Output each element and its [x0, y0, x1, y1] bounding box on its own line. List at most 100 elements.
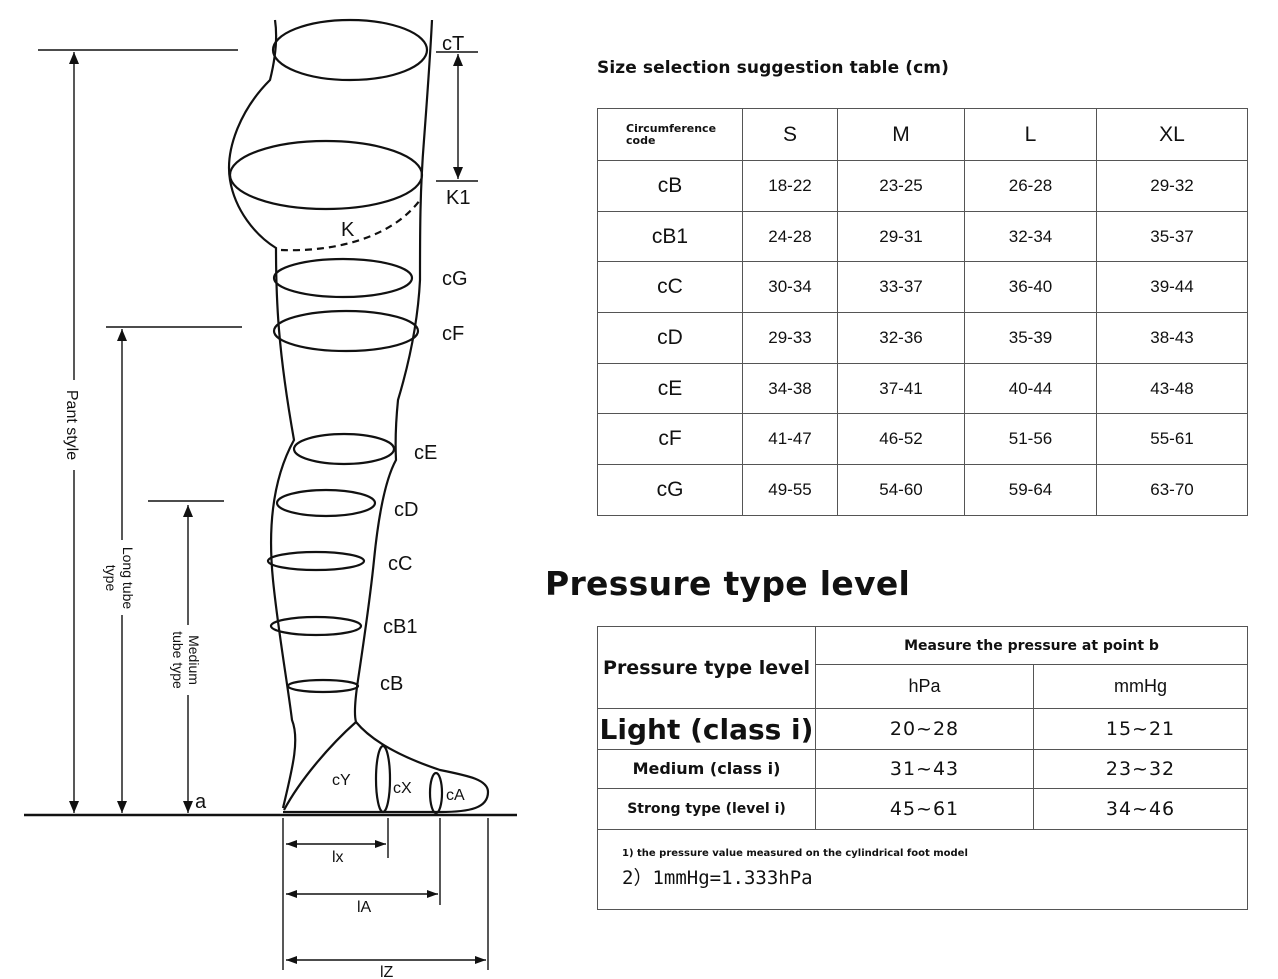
table-row: Strong type (level i) 45~61 34~46 [597, 787, 1248, 830]
note-2: 2）1mmHg=1.333hPa [622, 867, 813, 890]
row-code: cC [597, 261, 743, 314]
code-header-cell: Circumference code [597, 108, 743, 161]
label-medium-tube-line1: Medium [186, 635, 202, 685]
label-cT: cT [442, 33, 464, 55]
label-cB: cB [380, 673, 403, 695]
label-cY: cY [332, 772, 351, 789]
level-light: Light (class i) [597, 708, 816, 751]
table-cell: 15~21 [1033, 708, 1248, 751]
table-cell: 31~43 [815, 749, 1034, 789]
label-cE: cE [414, 442, 437, 464]
size-selection-table: Circumference code S M L XL cB 18-22 23-… [597, 108, 1248, 516]
table-cell: 23~32 [1033, 749, 1248, 789]
measure-header: Measure the pressure at point b [815, 625, 1248, 666]
table-cell: 24-28 [742, 210, 838, 263]
note-1: 1) the pressure value measured on the cy… [622, 848, 968, 860]
size-header-row: Circumference code S M L XL [597, 108, 1248, 161]
row-code: cE [597, 362, 743, 415]
table-cell: 26-28 [964, 160, 1097, 212]
unit-row: hPa mmHg [598, 664, 1248, 710]
table-cell: 51-56 [964, 413, 1097, 466]
table-row: cC 30-34 33-37 36-40 39-44 [597, 261, 1248, 314]
level-strong: Strong type (level i) [597, 787, 816, 830]
table-cell: 34-38 [742, 362, 838, 415]
row-code: cD [597, 312, 743, 364]
leg-outline [228, 19, 490, 814]
pressure-heading: Pressure type level [545, 564, 911, 603]
measurement-lines [24, 49, 517, 970]
size-header-s: S [742, 108, 838, 161]
table-cell: 29-31 [837, 210, 965, 263]
row-code: cB [597, 160, 743, 212]
leg-measurement-diagram: cT K1 K cG cF cE cD cC cB1 cB a cY cX cA… [24, 18, 517, 979]
row-code: cG [597, 464, 743, 516]
size-header-xl: XL [1096, 108, 1248, 161]
label-long-tube-line1: Long tube [120, 547, 136, 609]
table-cell: 29-33 [742, 312, 838, 364]
table-cell: 18-22 [742, 160, 838, 212]
notes-row: 1) the pressure value measured on the cy… [597, 828, 1248, 911]
pressure-level-header: Pressure type level [597, 625, 816, 710]
label-lx: lx [332, 849, 344, 866]
size-header-l: L [964, 108, 1097, 161]
row-code: cF [597, 413, 743, 466]
label-cC: cC [388, 553, 412, 575]
label-cA: cA [446, 787, 465, 804]
table-cell: 54-60 [837, 464, 965, 516]
table-cell: 35-39 [964, 312, 1097, 364]
unit-mmhg: mmHg [1033, 664, 1248, 710]
table-cell: 39-44 [1096, 261, 1248, 314]
label-K1: K1 [446, 187, 470, 209]
label-a: a [195, 791, 207, 813]
label-cX: cX [393, 780, 412, 797]
table-cell: 63-70 [1096, 464, 1248, 516]
table-cell: 32-36 [837, 312, 965, 364]
table-cell: 55-61 [1096, 413, 1248, 466]
table-row: Medium (class i) 31~43 23~32 [597, 749, 1248, 789]
arrow-heads [69, 52, 486, 964]
table-cell: 35-37 [1096, 210, 1248, 263]
table-row: cE 34-38 37-41 40-44 43-48 [597, 362, 1248, 415]
circumference-rings [228, 18, 444, 815]
table-row: cF 41-47 46-52 51-56 55-61 [597, 413, 1248, 466]
table-row: cG 49-55 54-60 59-64 63-70 [597, 464, 1248, 516]
label-lA: lA [357, 899, 372, 916]
label-cG: cG [442, 268, 468, 290]
table-cell: 33-37 [837, 261, 965, 314]
table-cell: 30-34 [742, 261, 838, 314]
table-cell: 36-40 [964, 261, 1097, 314]
pressure-header-row: Pressure type level Measure the pressure… [597, 625, 1248, 710]
table-row: cB 18-22 23-25 26-28 29-32 [597, 160, 1248, 212]
table-cell: 59-64 [964, 464, 1097, 516]
table-cell: 40-44 [964, 362, 1097, 415]
label-K: K [341, 219, 355, 241]
pressure-level-table: Pressure type level Measure the pressure… [597, 625, 1248, 911]
label-pant-style: Pant style [63, 390, 80, 460]
table-row: cD 29-33 32-36 35-39 38-43 [597, 312, 1248, 364]
code-header-line2: code [626, 133, 656, 147]
table-row: cB1 24-28 29-31 32-34 35-37 [597, 210, 1248, 263]
table-cell: 32-34 [964, 210, 1097, 263]
table-row: Light (class i) 20~28 15~21 [597, 708, 1248, 751]
table-cell: 37-41 [837, 362, 965, 415]
table-cell: 49-55 [742, 464, 838, 516]
table-cell: 34~46 [1033, 787, 1248, 830]
label-cB1: cB1 [383, 616, 417, 638]
label-cF: cF [442, 323, 464, 345]
label-medium-tube-line2: tube type [170, 631, 186, 689]
label-lZ: lZ [380, 964, 394, 979]
row-code: cB1 [597, 210, 743, 263]
table-cell: 38-43 [1096, 312, 1248, 364]
table-cell: 41-47 [742, 413, 838, 466]
label-long-tube-line2: type [103, 565, 119, 592]
table-cell: 45~61 [815, 787, 1034, 830]
size-header-m: M [837, 108, 965, 161]
label-cD: cD [394, 499, 418, 521]
size-table-title: Size selection suggestion table (cm) [597, 58, 949, 78]
table-cell: 43-48 [1096, 362, 1248, 415]
code-header-line1: Circumference [626, 121, 717, 135]
table-cell: 29-32 [1096, 160, 1248, 212]
table-cell: 23-25 [837, 160, 965, 212]
table-cell: 46-52 [837, 413, 965, 466]
unit-hpa: hPa [815, 664, 1034, 710]
